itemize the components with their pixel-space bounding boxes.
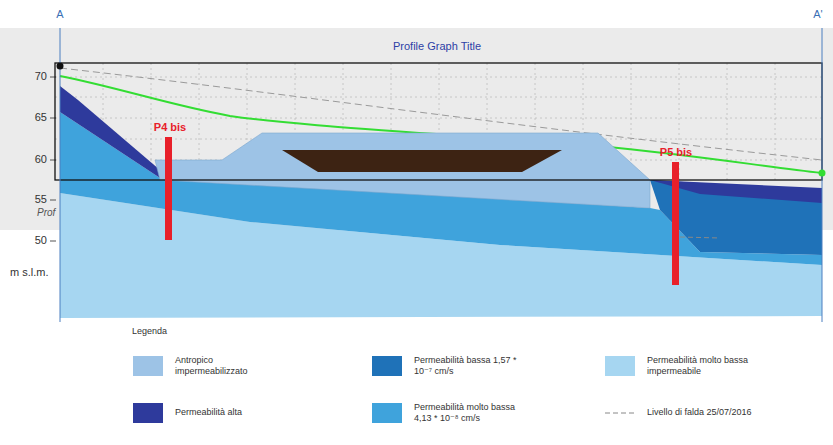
borehole: [165, 137, 172, 240]
legend-text: Permeabilità bassa 1,57 * 10⁻⁷ cm/s: [414, 355, 524, 378]
ground-profile: [60, 76, 822, 173]
legend-swatch: [372, 356, 402, 376]
axis-value: 55: [35, 193, 47, 206]
legend-text: Antropico impermeabilizzato: [175, 355, 285, 378]
axis-caption: Prof: [37, 207, 55, 219]
profile-end-dot: [819, 170, 826, 177]
section-end-label: A: [56, 8, 63, 21]
legend-swatch: [372, 403, 402, 423]
waste-lens: [282, 150, 562, 172]
legend-text: Permeabilità molto bassa 4,13 * 10⁻⁸ cm/…: [414, 402, 524, 425]
legend-swatch: [133, 356, 163, 376]
legend-text: Livello di falda 25/07/2016: [647, 407, 757, 418]
axis-value: 65: [35, 111, 47, 124]
water-level-dash: [680, 237, 720, 238]
section-end-label: A': [813, 8, 822, 21]
borehole: [672, 162, 679, 285]
high-permeability-layer: [60, 86, 165, 178]
legend-text: Permeabilità molto bassa impermeabile: [647, 355, 757, 378]
legend-heading: Legenda: [132, 326, 167, 336]
axis-value: 50: [35, 234, 47, 247]
very-low-permeability-layer: [60, 112, 822, 265]
legend-swatch: [133, 403, 163, 423]
chart-title: Profile Graph Title: [393, 40, 481, 53]
legend-text: Permeabilità alta: [175, 407, 285, 418]
axis-value: 60: [35, 153, 47, 166]
legend-swatch: [605, 356, 635, 376]
borehole-label: P5 bis: [660, 146, 692, 159]
axis-value: 70: [35, 70, 47, 83]
borehole-label: P4 bis: [154, 121, 186, 134]
anthropic-fill: [155, 133, 650, 208]
section-line: [60, 28, 61, 322]
profile-start-dot: [57, 63, 64, 70]
legend-line-sample: [605, 413, 635, 414]
axis-unit: m s.l.m.: [10, 266, 49, 279]
